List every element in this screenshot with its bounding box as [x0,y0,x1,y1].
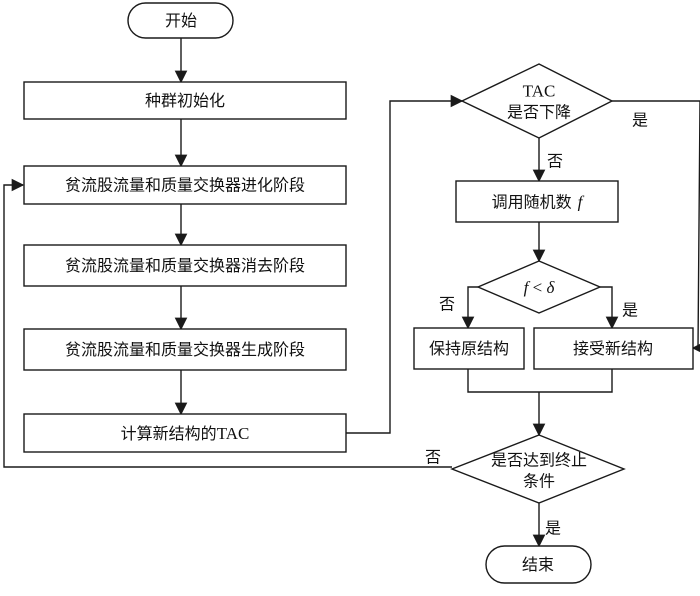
start-label: 开始 [165,11,197,30]
calc-tac-label: 计算新结构的TAC [121,424,250,443]
terminate-line1: 是否达到终止 [491,451,587,470]
compare-left: f [524,278,531,297]
random-prefix: 调用随机数 [492,192,572,211]
calc-tac-suffix: TAC [217,424,250,443]
tac-decision-line1: TAC [523,82,556,101]
tac-decrease-decision [460,63,614,139]
edge-term-no-evolve [3,178,452,468]
compare-decision [476,260,602,314]
keep-box [413,327,525,370]
edge-cmp-no-keep [461,286,478,330]
calc-tac-box [23,413,347,453]
accept-label: 接受新结构 [573,339,653,358]
compare-label: f < δ [524,278,556,297]
terminate-line2: 条件 [523,472,555,491]
init-label: 种群初始化 [145,91,225,110]
label-tac-no: 否 [547,152,563,171]
eliminate-box [23,244,347,287]
label-term-yes: 是 [545,519,561,538]
evolve-label: 贫流股流量和质量交换器进化阶段 [65,176,305,195]
edge-calc-tacq [346,94,464,434]
random-box [455,180,619,223]
edge-cmp-yes-accept [600,286,619,330]
edge-keep-join [467,369,613,393]
label-term-no: 否 [425,448,441,467]
tac-decision-line2: 是否下降 [507,103,571,122]
calc-tac-prefix: 计算新结构的 [121,424,217,443]
accept-box [533,327,694,370]
end-terminal [485,545,592,584]
compare-right: δ [546,278,555,297]
evolve-box [23,165,347,205]
edge-tacq-yes-accept [612,100,700,355]
start-terminal [127,2,234,39]
random-label: 调用随机数 f [492,192,585,211]
compare-op: < [528,278,546,297]
eliminate-label: 贫流股流量和质量交换器消去阶段 [65,256,305,275]
generate-label: 贫流股流量和质量交换器生成阶段 [65,340,305,359]
terminate-decision [450,434,626,504]
keep-label: 保持原结构 [429,339,509,358]
label-cmp-yes: 是 [622,301,638,320]
label-cmp-no: 否 [439,295,455,314]
label-tac-yes: 是 [632,111,648,130]
end-label: 结束 [522,555,554,574]
random-var: f [578,192,585,211]
generate-box [23,328,347,371]
init-box [23,81,347,120]
